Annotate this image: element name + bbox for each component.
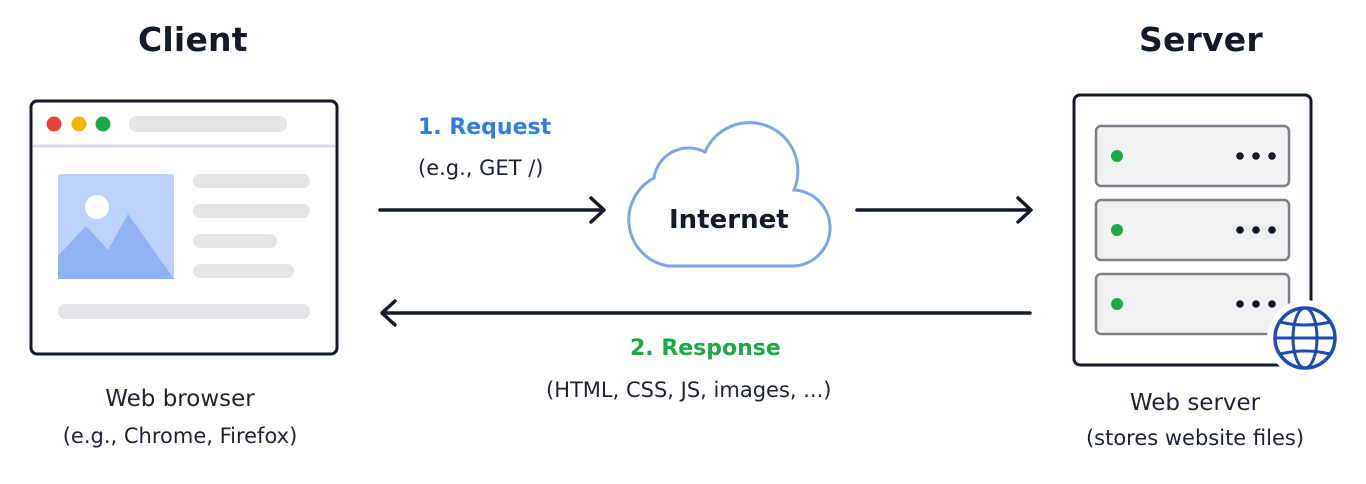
server-title: Server	[1139, 20, 1263, 59]
arrow-right-icon	[378, 196, 606, 224]
text-line	[193, 174, 310, 188]
window-maximize-dot	[95, 116, 111, 132]
response-detail: (HTML, CSS, JS, images, ...)	[546, 378, 832, 402]
globe-icon	[1267, 300, 1343, 376]
status-light	[1111, 150, 1123, 162]
arrow-right-icon	[855, 196, 1033, 224]
server-rack-icon	[1072, 93, 1313, 367]
text-line	[58, 304, 310, 319]
client-caption: Web browser	[105, 386, 255, 412]
server-subcaption: (stores website files)	[1085, 426, 1305, 450]
client-subcaption: (e.g., Chrome, Firefox)	[62, 424, 298, 448]
request-label: 1. Request	[418, 115, 552, 140]
cloud-icon	[627, 121, 832, 268]
server-unit	[1094, 124, 1291, 188]
response-label: 2. Response	[630, 336, 781, 361]
window-minimize-dot	[71, 116, 87, 132]
status-light	[1111, 224, 1123, 236]
server-unit	[1094, 272, 1291, 336]
status-light	[1111, 298, 1123, 310]
window-close-dot	[46, 116, 62, 132]
server-unit	[1094, 198, 1291, 262]
request-detail: (e.g., GET /)	[418, 156, 544, 180]
browser-window-icon	[29, 99, 339, 356]
mountain-icon	[58, 214, 174, 279]
arrow-left-icon	[380, 299, 1032, 327]
internet-label: Internet	[669, 205, 789, 235]
address-bar	[129, 116, 287, 132]
text-line	[193, 234, 277, 248]
text-line	[193, 264, 294, 278]
sun-icon	[85, 195, 109, 219]
text-line	[193, 204, 310, 218]
client-title: Client	[138, 20, 248, 59]
server-caption: Web server	[1129, 390, 1261, 416]
